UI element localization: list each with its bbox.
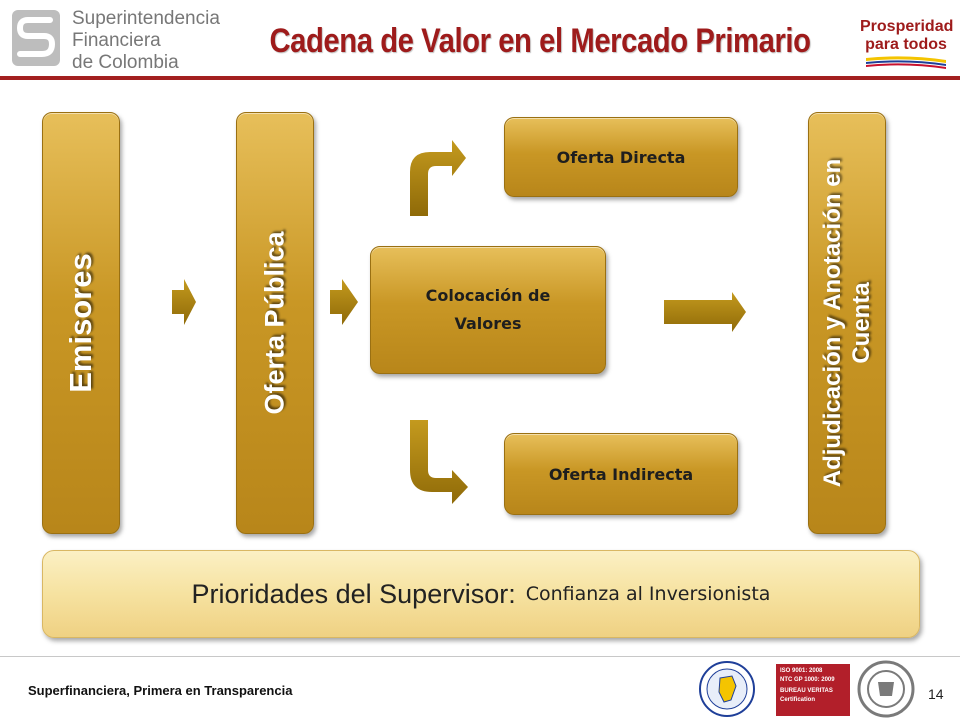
stage-adjudicacion-label: Adjudicación y Anotación en Cuenta (819, 158, 875, 488)
logo-line: de Colombia (72, 52, 179, 73)
priority-label: Prioridades del Supervisor: (191, 578, 516, 609)
arrow-colocacion-to-adjudicacion (664, 292, 746, 332)
box-oferta-indirecta: Oferta Indirecta (504, 433, 738, 515)
certification-seal-icon (699, 661, 755, 717)
iso-certification-badge: ISO 9001: 2008 NTC GP 1000: 2009 BUREAU … (776, 664, 850, 716)
superfinanciera-logo-text: Superintendencia Financiera de Colombia (72, 8, 220, 74)
superfinanciera-logo-icon (12, 10, 60, 66)
stage-oferta-publica: Oferta Pública (236, 112, 314, 534)
header-divider (0, 76, 960, 80)
iso-line: ISO 9001: 2008 (780, 668, 823, 674)
supervisor-priority-banner: Prioridades del Supervisor: Confianza al… (42, 550, 920, 638)
iso-line: NTC GP 1000: 2009 (780, 677, 835, 683)
footer-tagline: Superfinanciera, Primera en Transparenci… (28, 683, 293, 698)
arrow-colocacion-to-oferta-indirecta (410, 420, 468, 504)
box-colocacion-label: Colocación de Valores (425, 286, 551, 333)
page-title: Cadena de Valor en el Mercado Primario (269, 22, 811, 60)
bureau-veritas-seal-icon (857, 660, 915, 718)
logo-line: Superintendencia (72, 8, 220, 29)
arrow-oferta-publica-to-colocacion (330, 279, 358, 325)
arrow-emisores-to-oferta-publica (172, 279, 196, 325)
page-number: 14 (928, 686, 944, 702)
priority-value: Confianza al Inversionista (525, 583, 771, 605)
iso-line: BUREAU VERITAS (780, 688, 833, 694)
prosperidad-logo: Prosperidad para todos (860, 12, 954, 74)
prosperidad-line1: Prosperidad (860, 18, 954, 35)
box-oferta-directa: Oferta Directa (504, 117, 738, 197)
stage-adjudicacion: Adjudicación y Anotación en Cuenta (808, 112, 886, 534)
iso-line: Certification (780, 697, 816, 703)
box-oferta-indirecta-label: Oferta Indirecta (548, 464, 694, 484)
stage-emisores-label: Emisores (63, 253, 98, 393)
colombia-flag-stripes-icon (866, 56, 946, 69)
stage-emisores: Emisores (42, 112, 120, 534)
stage-oferta-publica-label: Oferta Pública (259, 231, 290, 415)
footer-divider (0, 656, 960, 657)
prosperidad-line2: para todos (865, 36, 947, 53)
box-oferta-directa-label: Oferta Directa (556, 147, 686, 167)
logo-line: Financiera (72, 30, 161, 51)
arrow-colocacion-to-oferta-directa (410, 140, 466, 216)
box-colocacion: Colocación de Valores (370, 246, 606, 374)
